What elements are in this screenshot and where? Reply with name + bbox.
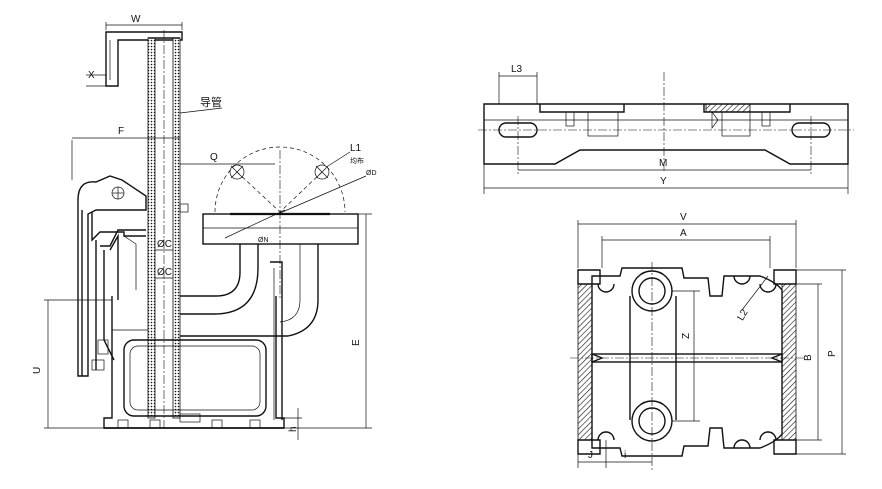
dim-q-label: Q (210, 152, 218, 163)
dim-l1-note: 均布 (350, 156, 364, 165)
dim-y-label: Y (660, 176, 667, 187)
dim-i-label: i (624, 450, 626, 461)
guide-pipe-label: 导管 (200, 95, 222, 109)
dim-w-label: W (131, 14, 141, 25)
dim-x-label: X (88, 70, 95, 81)
dim-v-label: V (680, 212, 687, 223)
front-elevation-view: L3 M Y (478, 64, 854, 194)
dim-l1-label: L1 (350, 143, 362, 154)
dim-p-label: P (827, 350, 838, 357)
dim-z-label: Z (681, 333, 692, 339)
dim-u-label: U (32, 367, 43, 374)
dim-j-label: J (588, 450, 593, 461)
dim-l3-label: L3 (511, 64, 523, 75)
dim-a-label: A (680, 228, 687, 239)
dim-h-label: h (288, 426, 299, 432)
dim-phi-c-upper-label: ØC (157, 239, 172, 250)
dim-left-diameter-label: ØN (258, 237, 269, 244)
side-elevation-view: W X 导管 F Q L1 均布 ØD (32, 14, 377, 440)
dim-m-label: M (659, 158, 667, 169)
dim-e-label: E (351, 339, 362, 346)
dim-phi-c-lower-label: ØC (157, 267, 172, 278)
dim-f-label: F (118, 126, 124, 137)
plan-view: Z L2 V A B P J i (570, 212, 846, 470)
dim-l2-label: L2 (736, 307, 751, 323)
dim-b-label: B (803, 354, 814, 361)
dim-small-diameter-label: ØD (366, 170, 377, 177)
